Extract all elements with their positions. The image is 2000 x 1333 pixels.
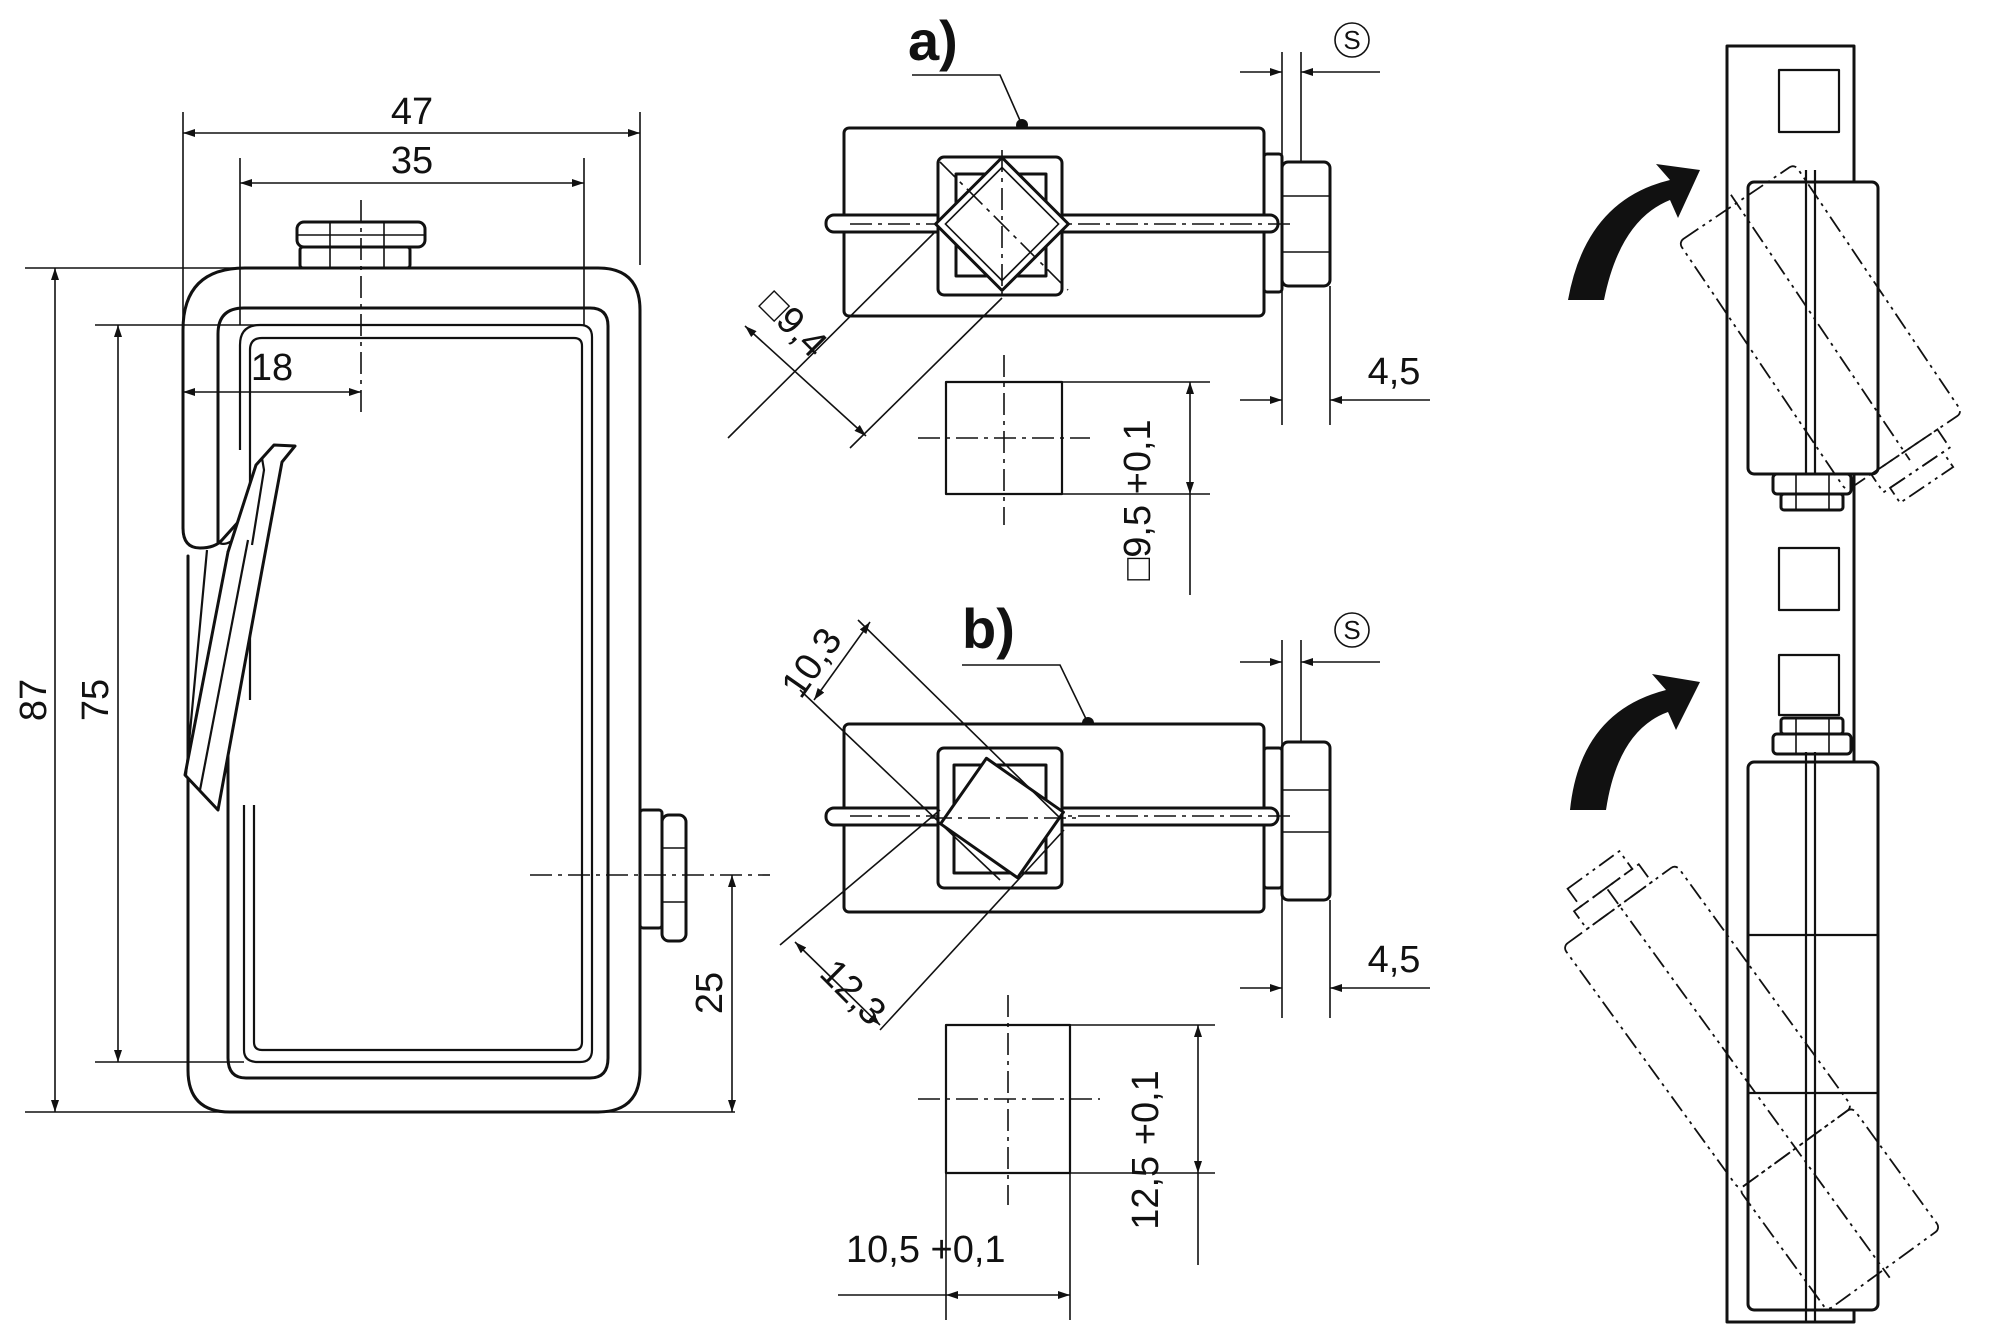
rail-slot-1 [1777,68,1841,134]
dim-a-stud-len: 4,5 [1368,351,1421,393]
dim-b-across-1: 10,3 [774,621,851,706]
bracket-side-view: 47 35 18 87 75 25 [13,91,770,1114]
lower-clamp-phantom [1564,849,1939,1310]
mounting-rail [1725,44,1856,1324]
dim-b-stud-len: 4,5 [1368,939,1421,981]
dim-35: 35 [391,140,433,182]
bracket-innermost-edge [248,336,584,1052]
upper-clamp-phantom [1679,165,1961,505]
dim-b-hole-w: 10,5 +0,1 [846,1229,1006,1271]
nut-b [1280,740,1332,902]
right-bolt [638,808,688,943]
rail-slot-2 [1777,546,1841,612]
s-symbol-b [1334,612,1370,648]
dim-b-hole-h: 12,5 +0,1 [1125,1070,1167,1230]
dim-line-b-123 [794,941,881,1026]
top-bolt [295,220,427,270]
s-symbol-a [1334,22,1370,58]
dim-87: 87 [13,679,55,721]
dim-b-across-2: 12,3 [812,952,894,1034]
mounting-rail-view [1564,44,1961,1324]
leader-a [912,74,1023,126]
detail-view-a: a) □9,4 □9,5 +0,1 [727,9,1430,595]
dim-line-b-103 [813,621,871,701]
dim-47: 47 [391,91,433,133]
dim-a-square-hole: □9,5 +0,1 [1117,419,1159,580]
svg-text:S: S [1343,615,1360,645]
rotation-arrow-lower [1570,674,1700,810]
leader-b [962,664,1089,724]
upper-clamp [1746,180,1880,476]
spring-latch-edge [198,539,250,791]
dim-75: 75 [75,679,117,721]
detail-view-b: b) 10,3 12,3 12,5 +0,1 [774,597,1430,1320]
dim-25: 25 [689,972,731,1014]
spring-latch [183,443,297,812]
rotation-arrow-upper [1568,164,1700,300]
spring-latch-crease [184,549,209,776]
label-b: b) [962,597,1015,660]
bracket-inner-edge [238,323,594,1064]
rect-nut-b [939,756,1065,880]
svg-text:S: S [1343,25,1360,55]
dim-line-a-diag [744,325,867,437]
label-a: a) [908,9,958,72]
dim-18: 18 [251,347,293,389]
rail-slot-3 [1777,653,1841,717]
spring-latch-tip [250,456,266,546]
bracket-inner-profile [216,306,610,1080]
lower-clamp [1746,760,1880,1312]
dim-a-square-diag: □9,4 [752,283,835,366]
bracket-outer-profile [181,266,642,1114]
